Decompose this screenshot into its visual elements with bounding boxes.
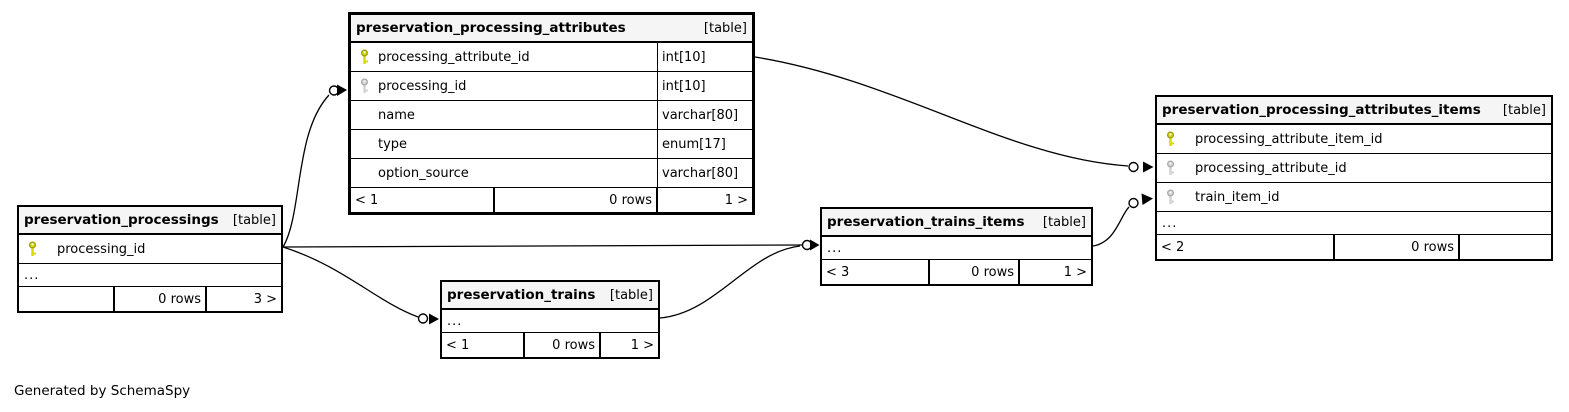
column-row-train_item_id: train_item_id xyxy=(1157,183,1551,212)
table-preservation_trains_items[interactable]: preservation_trains_items [table]... < 3 0 … xyxy=(820,207,1093,286)
column-name: processing_attribute_item_id xyxy=(1195,131,1383,147)
table-footer: < 1 0 rows 1 > xyxy=(442,333,658,357)
table-preservation_processings[interactable]: preservation_processings [table] processin… xyxy=(17,205,283,313)
fk-arrowhead xyxy=(337,84,347,96)
table-type-tag: [table] xyxy=(1042,214,1086,230)
table-header[interactable]: preservation_processing_attributes_items… xyxy=(1157,97,1551,125)
relationship-edge-trains-items-to-attributes-items xyxy=(1092,206,1130,247)
fk-arrowhead xyxy=(1143,161,1154,173)
table-header[interactable]: preservation_processing_attributes [table… xyxy=(351,15,752,43)
more-columns-ellipsis: ... xyxy=(822,237,1091,260)
column-name: processing_attribute_id xyxy=(378,49,530,65)
footer-parents-count: < 1 xyxy=(355,192,379,208)
generator-note: Generated by SchemaSpy xyxy=(14,383,191,399)
table-type-tag: [table] xyxy=(232,212,276,228)
footer-children-count: 1 > xyxy=(1063,264,1087,280)
table-footer: < 3 0 rows 1 > xyxy=(822,260,1091,284)
zero-many-circle xyxy=(1128,161,1139,173)
column-row-processing_attribute_item_id: processing_attribute_item_id xyxy=(1157,125,1551,154)
fk-arrowhead xyxy=(1141,193,1153,205)
relationship-edge-processings-to-attributes xyxy=(282,94,330,248)
more-columns-ellipsis: ... xyxy=(442,310,658,333)
column-row-processing_id: processing_id xyxy=(19,235,281,264)
column-name: train_item_id xyxy=(1195,189,1280,205)
column-name: processing_attribute_id xyxy=(1195,160,1347,176)
column-row-type: type enum[17] xyxy=(351,130,752,159)
column-name: type xyxy=(378,136,408,152)
footer-parents-count: < 1 xyxy=(446,337,470,353)
table-name[interactable]: preservation_processing_attributes_items xyxy=(1162,102,1481,118)
zero-many-circle xyxy=(417,313,429,324)
table-name[interactable]: preservation_processings xyxy=(24,212,219,228)
column-type: int[10] xyxy=(662,49,706,65)
zero-many-circle xyxy=(1128,197,1139,209)
table-header[interactable]: preservation_trains [table] xyxy=(442,282,658,310)
footer-row-count: 0 rows xyxy=(928,260,1020,284)
table-name[interactable]: preservation_processing_attributes xyxy=(356,20,626,36)
table-type-tag: [table] xyxy=(1502,102,1546,118)
fk-arrowhead xyxy=(810,239,820,251)
footer-children-count xyxy=(1460,235,1551,259)
foreign-key-icon xyxy=(359,78,370,94)
primary-key-icon xyxy=(27,241,38,257)
more-columns-ellipsis: ... xyxy=(1157,212,1551,235)
table-footer: < 1 0 rows 1 > xyxy=(351,188,752,212)
more-columns-ellipsis: ... xyxy=(19,264,281,287)
table-preservation_trains[interactable]: preservation_trains [table]... < 1 0 rows 1 … xyxy=(440,280,660,359)
column-type: varchar[80] xyxy=(662,165,739,181)
primary-key-icon xyxy=(359,49,370,65)
relationship-edge-trains-to-trains-items xyxy=(659,245,801,319)
footer-children-count: 3 > xyxy=(253,291,277,307)
relationship-edge-processings-to-trains xyxy=(282,246,419,318)
column-row-processing_id: processing_id int[10] xyxy=(351,72,752,101)
foreign-key-icon xyxy=(1165,189,1176,205)
footer-parents-count: < 3 xyxy=(826,264,850,280)
table-type-tag: [table] xyxy=(703,20,747,36)
footer-children-count: 1 > xyxy=(630,337,654,353)
footer-parents-count xyxy=(19,287,113,311)
column-type: enum[17] xyxy=(662,136,726,152)
column-row-processing_attribute_id: processing_attribute_id xyxy=(1157,154,1551,183)
table-footer: 0 rows 3 > xyxy=(19,287,281,311)
table-header[interactable]: preservation_processings [table] xyxy=(19,207,281,235)
column-name: processing_id xyxy=(378,78,467,94)
relationship-edge-processings-to-trains-items xyxy=(282,244,803,248)
column-type: varchar[80] xyxy=(662,107,739,123)
footer-children-count: 1 > xyxy=(724,192,748,208)
column-row-option_source: option_source varchar[80] xyxy=(351,159,752,188)
column-type: int[10] xyxy=(662,78,706,94)
footer-row-count: 0 rows xyxy=(113,287,207,311)
footer-row-count: 0 rows xyxy=(493,188,658,212)
relationship-edge-attributes-to-attributes-items xyxy=(754,56,1129,167)
table-preservation_processing_attributes_items[interactable]: preservation_processing_attributes_items… xyxy=(1155,95,1553,261)
table-type-tag: [table] xyxy=(609,287,653,303)
primary-key-icon xyxy=(1165,131,1176,147)
column-name: processing_id xyxy=(57,241,146,257)
table-name[interactable]: preservation_trains_items xyxy=(827,214,1025,230)
column-row-name: name varchar[80] xyxy=(351,101,752,130)
table-footer: < 2 0 rows xyxy=(1157,235,1551,259)
fk-arrowhead xyxy=(429,313,439,325)
table-name[interactable]: preservation_trains xyxy=(447,287,596,303)
column-name: option_source xyxy=(378,165,469,181)
column-name: name xyxy=(378,107,415,123)
column-row-processing_attribute_id: processing_attribute_id int[10] xyxy=(351,43,752,72)
table-header[interactable]: preservation_trains_items [table] xyxy=(822,209,1091,237)
footer-parents-count: < 2 xyxy=(1161,239,1185,255)
foreign-key-icon xyxy=(1165,160,1176,176)
table-preservation_processing_attributes[interactable]: preservation_processing_attributes [table… xyxy=(348,12,755,215)
footer-row-count: 0 rows xyxy=(523,333,601,357)
footer-row-count: 0 rows xyxy=(1333,235,1460,259)
